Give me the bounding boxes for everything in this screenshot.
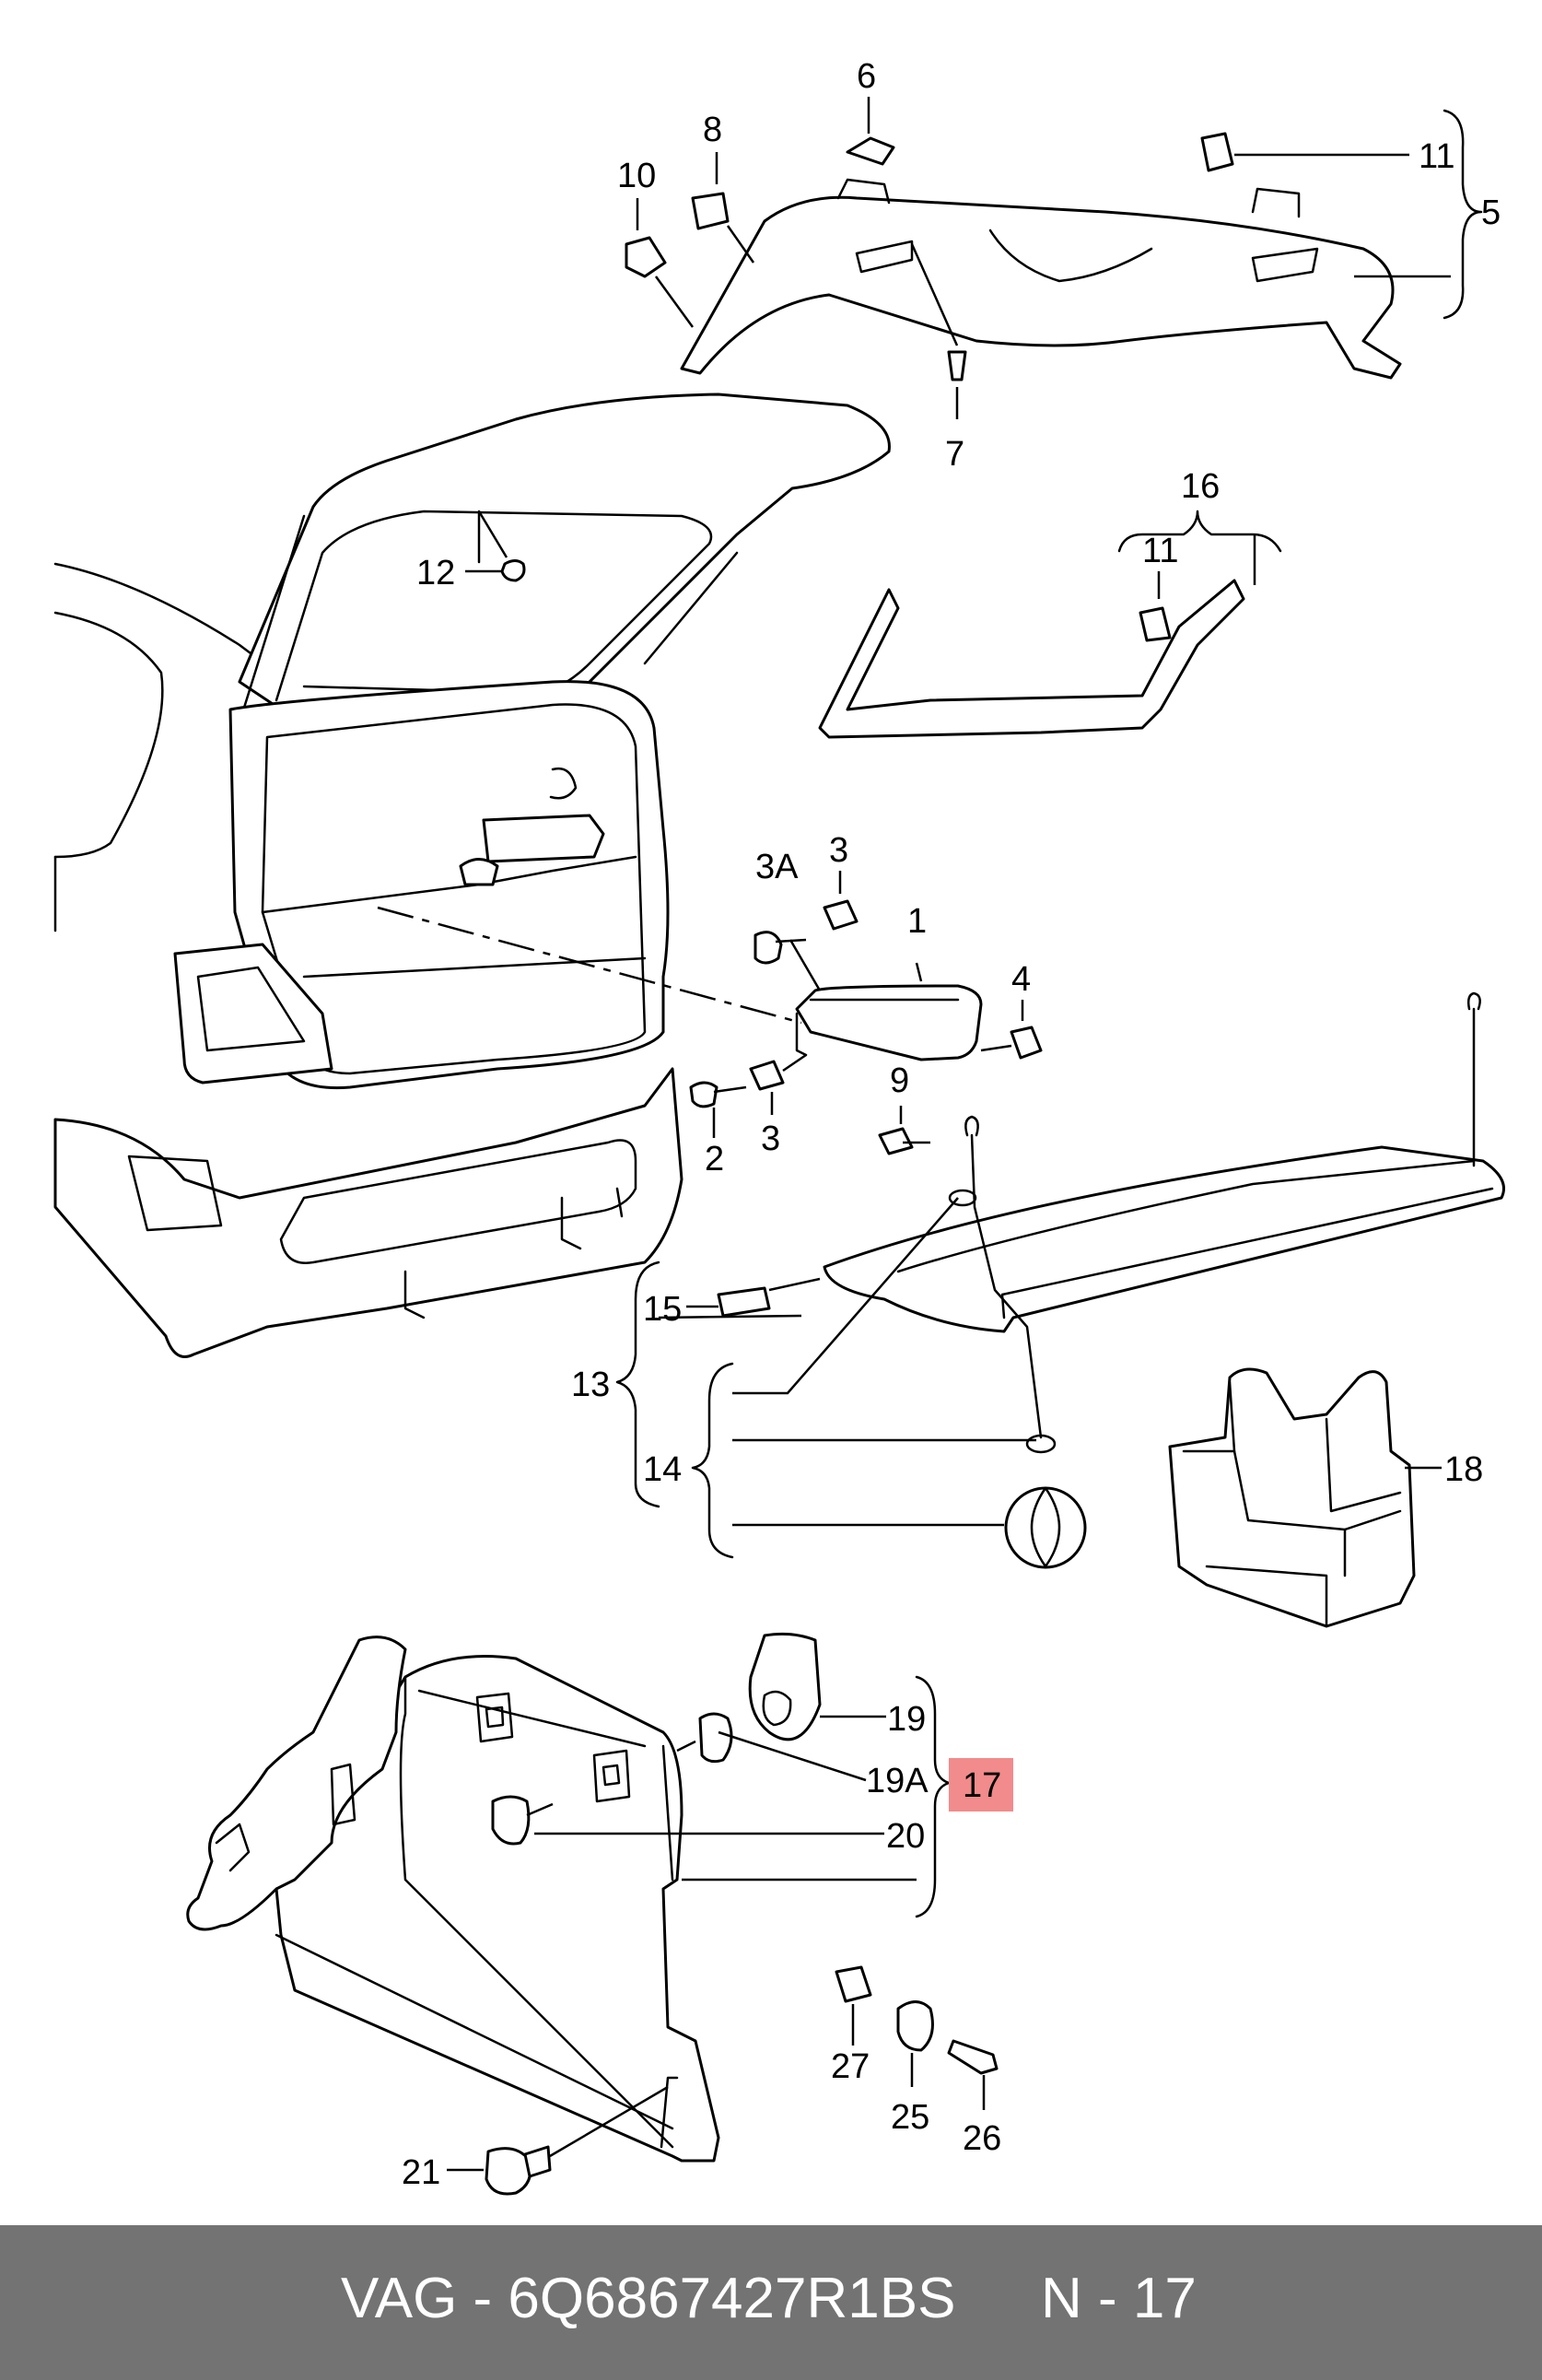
label-19: 19	[887, 1700, 926, 1739]
label-16: 16	[1181, 467, 1220, 506]
button-3A	[753, 931, 783, 965]
label-3-bottom: 3	[761, 1120, 780, 1158]
bracket-1	[795, 984, 983, 1061]
label-8: 8	[703, 111, 722, 149]
label-25: 25	[891, 2098, 929, 2137]
label-15: 15	[643, 1290, 682, 1329]
label-4: 4	[1011, 960, 1031, 999]
clip-11-right	[1139, 606, 1172, 642]
label-27: 27	[831, 2047, 870, 2086]
label-3A: 3A	[755, 848, 799, 886]
label-11-top: 11	[1419, 137, 1454, 176]
car-body	[53, 393, 891, 1358]
luggage-cover-13	[823, 1145, 1505, 1333]
label-17: 17	[963, 1766, 1001, 1805]
part-number: VAG - 6Q6867427R1BS	[341, 2267, 956, 2330]
funnel-in-car	[459, 858, 499, 886]
grommet-19A	[698, 1712, 733, 1764]
screw-2	[689, 1081, 718, 1108]
cup-19	[748, 1632, 822, 1741]
tailgate-lower-trim	[818, 579, 1245, 739]
label-14: 14	[643, 1450, 682, 1489]
clip-3-top	[823, 899, 859, 931]
label-18: 18	[1444, 1450, 1483, 1489]
label-10: 10	[617, 157, 656, 195]
label-3-top: 3	[829, 831, 848, 870]
tailgate-upper-trim	[680, 178, 1402, 380]
cover-in-car	[482, 814, 605, 863]
clip-11-top	[1200, 132, 1234, 172]
label-6: 6	[857, 57, 876, 96]
clip-9	[878, 1127, 914, 1155]
footer-bar: VAG - 6Q6867427R1BS N - 17	[0, 2225, 1542, 2380]
clip-10	[625, 236, 667, 278]
parts-diagram: 5 6 8 10 11 7 16 11	[53, 57, 1505, 2196]
clip-27	[835, 1965, 872, 2003]
pin-15	[717, 1286, 771, 1318]
label-5: 5	[1481, 193, 1501, 232]
knob-20	[491, 1795, 531, 1846]
label-21: 21	[402, 2153, 440, 2192]
label-7: 7	[945, 435, 964, 474]
part-12	[500, 559, 526, 582]
side-trim-panel-17	[186, 1636, 720, 2163]
clip-4	[1010, 1026, 1043, 1060]
label-11-right: 11	[1142, 532, 1178, 570]
label-2: 2	[705, 1140, 724, 1178]
ball-handle	[1004, 1486, 1087, 1569]
label-26: 26	[963, 2119, 1001, 2158]
clip-6	[846, 136, 895, 166]
page-reference: N - 17	[1041, 2267, 1197, 2330]
label-9: 9	[890, 1061, 909, 1100]
highlight-17	[949, 1758, 1013, 1811]
label-12: 12	[416, 554, 455, 592]
knob-21	[485, 2147, 532, 2196]
foam-block-18	[1168, 1367, 1416, 1628]
clip-8	[691, 192, 730, 230]
clip-3-bottom	[749, 1060, 785, 1091]
screw-7	[947, 350, 967, 381]
label-19A: 19A	[866, 1762, 929, 1800]
screw-26	[947, 2039, 999, 2075]
label-20: 20	[886, 1817, 925, 1856]
label-13: 13	[571, 1366, 610, 1404]
washer-25	[896, 2000, 934, 2052]
label-1: 1	[907, 902, 927, 941]
